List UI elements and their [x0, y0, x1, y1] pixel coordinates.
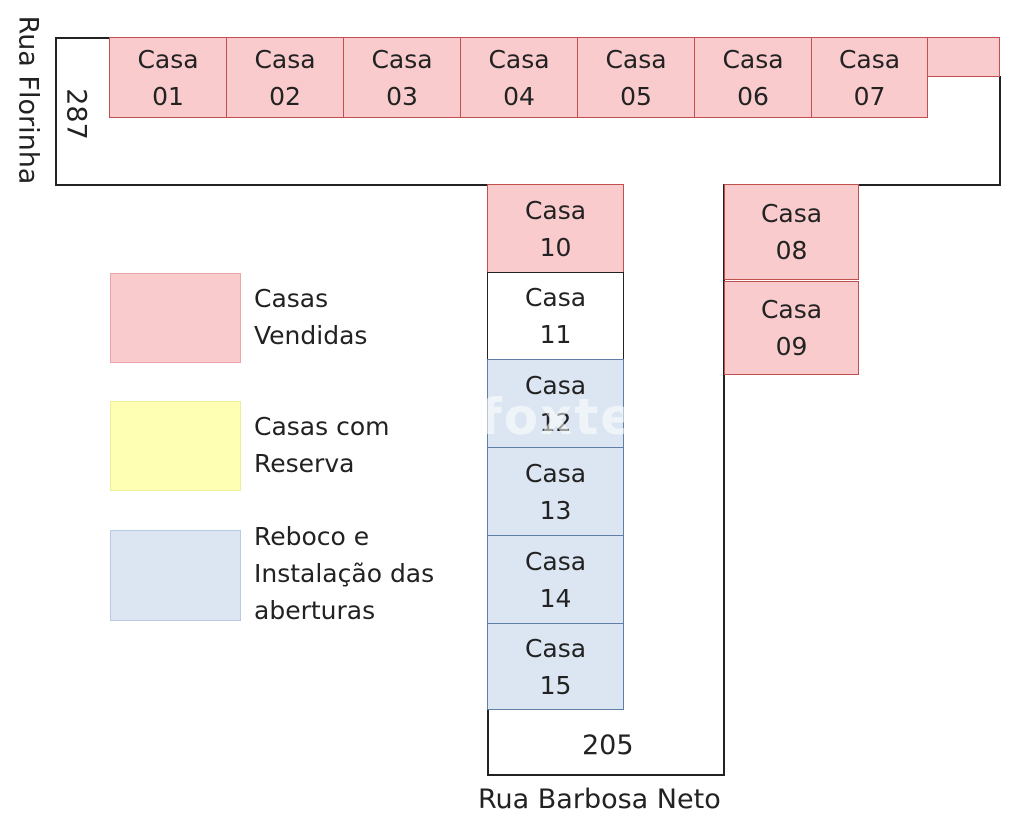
house-label: Casa — [524, 633, 587, 663]
house-label: Casa — [524, 370, 587, 400]
house-10[interactable]: Casa 10 — [487, 184, 624, 273]
house-label: Casa — [524, 283, 587, 312]
house-label: Casa — [488, 44, 550, 74]
house-number: 09 — [775, 332, 808, 361]
house-number: 13 — [539, 495, 572, 525]
house-label: Casa — [760, 295, 823, 324]
house-label: Casa — [371, 44, 433, 74]
house-14[interactable]: Casa 14 — [487, 535, 624, 624]
house-04[interactable]: Casa 04 — [460, 37, 578, 118]
house-label: Casa — [137, 44, 199, 74]
legend-label-works: Reboco e Instalação das aberturas — [254, 522, 435, 625]
house-number: 02 — [269, 81, 301, 111]
house-label: Casa — [254, 44, 316, 74]
house-07[interactable]: Casa 07 — [811, 37, 928, 118]
legend-label-sold: Casas Vendidas — [254, 284, 368, 350]
house-number: 12 — [539, 407, 572, 437]
house-number: 06 — [737, 81, 769, 111]
house-number: 03 — [386, 81, 418, 111]
house-12[interactable]: Casa 12 — [487, 359, 624, 448]
house-06[interactable]: Casa 06 — [694, 37, 812, 118]
house-05[interactable]: Casa 05 — [577, 37, 695, 118]
house-15[interactable]: Casa 15 — [487, 623, 624, 710]
house-02[interactable]: Casa 02 — [226, 37, 344, 118]
house-number: 14 — [539, 583, 572, 613]
house-number: 07 — [853, 81, 886, 111]
street-number-left: 287 — [60, 88, 92, 140]
street-name-left: Rua Florinha — [12, 15, 44, 185]
legend-swatch-reserved — [110, 401, 241, 491]
house-label: Casa — [524, 546, 587, 576]
street-name-bottom: Rua Barbosa Neto — [478, 784, 721, 815]
house-03[interactable]: Casa 03 — [343, 37, 461, 118]
house-label: Casa — [524, 195, 587, 225]
house-09[interactable]: Casa 09 — [724, 281, 859, 375]
legend-label-reserved: Casas com Reserva — [254, 412, 390, 478]
legend-swatch-sold — [110, 273, 241, 363]
lot-extra — [927, 37, 1000, 77]
legend-swatch-works — [110, 530, 241, 621]
house-number: 04 — [503, 81, 535, 111]
house-number: 05 — [620, 81, 652, 111]
watermark: foxte — [480, 388, 637, 446]
house-label: Casa — [838, 44, 901, 74]
house-number: 15 — [539, 670, 572, 700]
house-label: Casa — [524, 458, 587, 488]
house-label: Casa — [605, 44, 667, 74]
house-number: 11 — [539, 320, 572, 349]
house-number: 08 — [775, 236, 808, 265]
street-number-bottom: 205 — [582, 730, 634, 761]
house-number: 01 — [152, 81, 184, 111]
house-01[interactable]: Casa 01 — [109, 37, 227, 118]
house-number: 10 — [539, 232, 572, 262]
house-label: Casa — [722, 44, 784, 74]
house-11[interactable]: Casa 11 — [487, 272, 624, 360]
house-08[interactable]: Casa 08 — [724, 184, 859, 280]
house-label: Casa — [760, 199, 823, 228]
house-13[interactable]: Casa 13 — [487, 447, 624, 536]
